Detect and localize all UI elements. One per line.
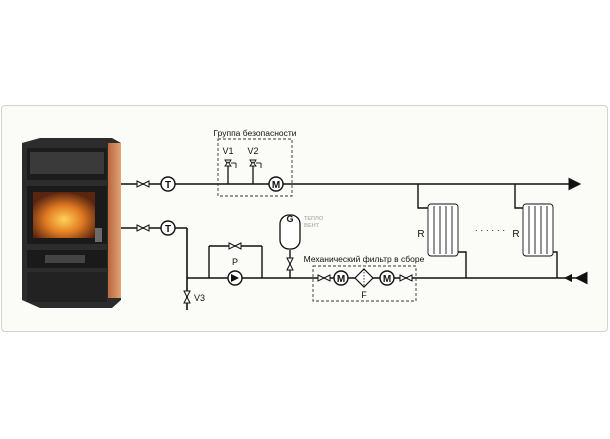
- manometer-supply: M: [268, 176, 284, 192]
- return-arrow: [564, 274, 572, 282]
- stove-fire: [33, 192, 95, 238]
- valve-v2-label: V2: [247, 146, 258, 156]
- drain-valve-v3: V3: [183, 290, 205, 304]
- manometer-filter-left: M: [333, 270, 349, 286]
- svg-text:R: R: [512, 229, 519, 240]
- thermometer-supply: T: [160, 176, 176, 192]
- valve-v1-label: V1: [222, 146, 233, 156]
- tank-label: G: [286, 214, 293, 224]
- svg-text:ВЕНТ: ВЕНТ: [304, 223, 320, 229]
- thermometer-return: T: [160, 220, 176, 236]
- radiator-1: R: [417, 184, 467, 278]
- watermark-logo: ТЕПЛО ВЕНТ: [304, 216, 324, 229]
- valve-bypass: [228, 242, 242, 250]
- safety-group-title: Группа безопасности: [213, 128, 296, 138]
- pump-icon: P: [227, 257, 243, 286]
- filter-icon: F: [354, 268, 374, 300]
- stove-side-panel: [108, 143, 121, 298]
- valve-return: [136, 224, 150, 232]
- svg-text:M: M: [272, 180, 280, 191]
- valve-supply: [136, 180, 150, 188]
- manometer-filter-right: M: [379, 270, 395, 286]
- valve-v2-icon: [249, 159, 262, 168]
- svg-text:T: T: [165, 180, 171, 191]
- svg-text:V3: V3: [194, 293, 205, 303]
- svg-text:T: T: [165, 224, 171, 235]
- filter-group-title: Механический фильтр в сборе: [304, 254, 425, 264]
- expansion-tank: G: [279, 214, 301, 278]
- svg-text:R: R: [417, 229, 424, 240]
- return-line: [121, 227, 588, 310]
- filter-group: Механический фильтр в сборе M F M: [304, 254, 425, 302]
- svg-text:M: M: [337, 274, 345, 285]
- radiators-ellipsis: · · · · · ·: [475, 225, 506, 235]
- filter-label: F: [361, 290, 367, 300]
- safety-group: Группа безопасности V1 V2 M: [213, 128, 297, 197]
- pump-label: P: [232, 257, 238, 267]
- stove-image: [22, 138, 121, 308]
- radiator-2: R: [512, 184, 558, 278]
- svg-text:ТЕПЛО: ТЕПЛО: [304, 216, 324, 222]
- svg-text:M: M: [383, 274, 391, 285]
- valve-v1-icon: [224, 159, 237, 168]
